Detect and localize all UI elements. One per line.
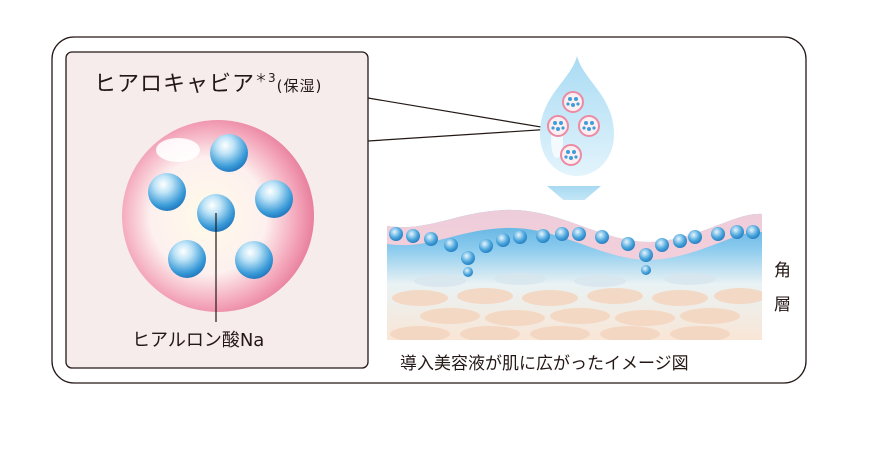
- hyaluronic-bead: [168, 240, 206, 278]
- title-footnote-mark: ＊3: [255, 71, 277, 85]
- skin-surface-beads: [389, 225, 760, 277]
- image-caption: 導入美容液が肌に広がったイメージ図: [400, 354, 689, 374]
- mini-capsule: [578, 115, 600, 137]
- component-title: ヒアロキャビア＊3(保湿): [94, 66, 322, 98]
- hyaluronic-bead: [235, 241, 273, 279]
- hyaluronic-bead: [255, 180, 293, 218]
- callout-lines: [367, 97, 554, 142]
- mini-capsule: [560, 144, 582, 166]
- hyaluronic-bead: [148, 173, 186, 211]
- side-label-kaku: 角: [774, 261, 791, 281]
- side-label-sou: 層: [774, 295, 791, 315]
- droplet-capsules: [547, 91, 600, 166]
- title-main: ヒアロキャビア: [94, 72, 256, 97]
- hyaluronic-label: ヒアルロン酸Na: [132, 330, 265, 351]
- mini-capsule: [547, 115, 569, 137]
- down-arrow: [547, 186, 601, 209]
- title-note: (保湿): [276, 77, 323, 95]
- skin-cross-section: [387, 200, 762, 340]
- sphere-highlight: [156, 138, 200, 162]
- hyaluronic-bead: [210, 134, 248, 172]
- mini-capsule: [562, 91, 584, 113]
